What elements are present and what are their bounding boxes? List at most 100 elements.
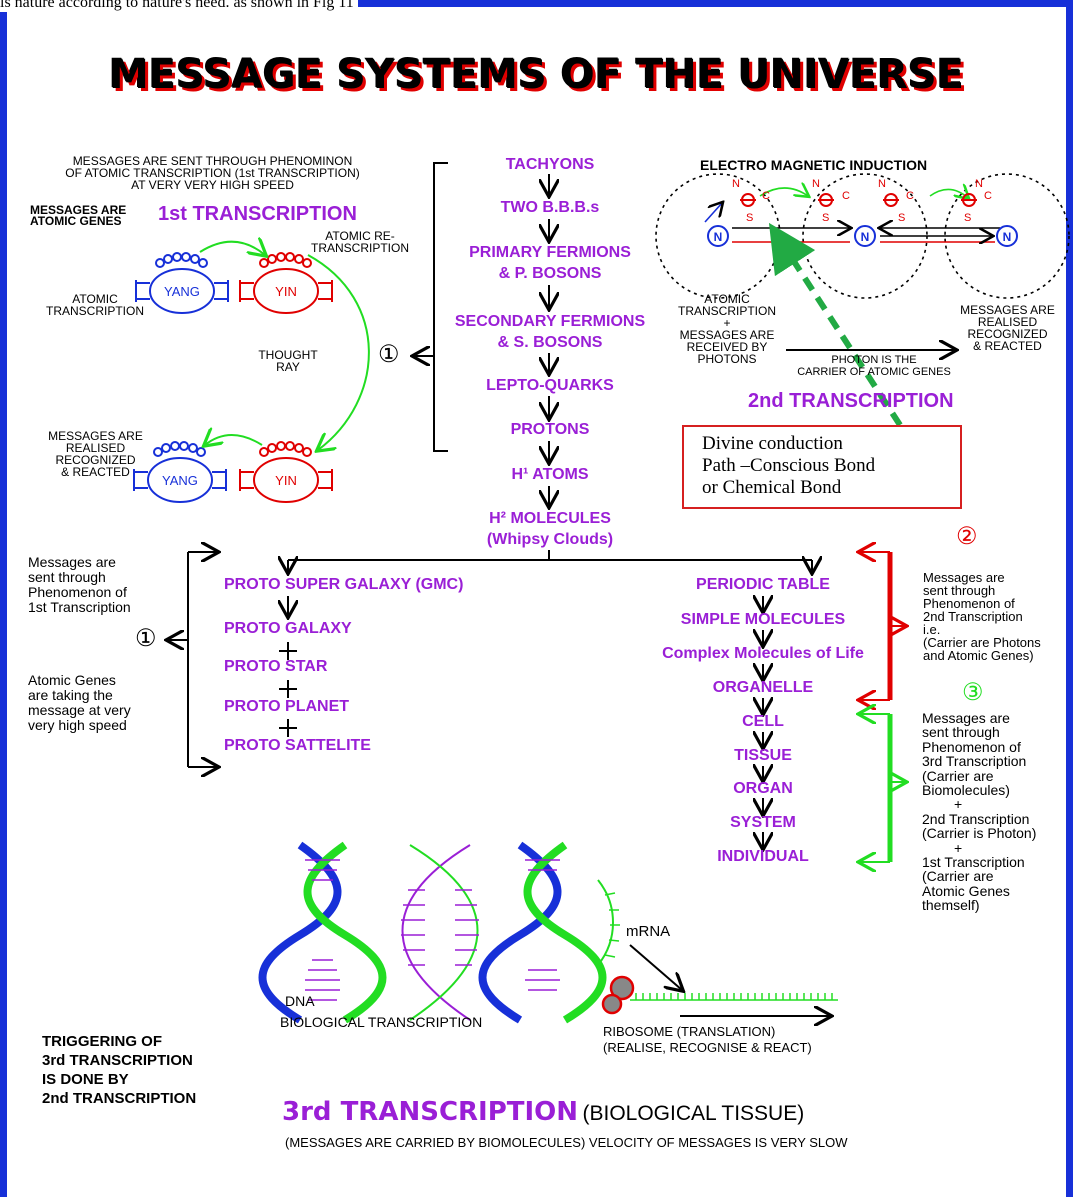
right-note3-line: (Carrier is Photon) <box>922 825 1037 842</box>
right-note2-line: i.e. <box>923 622 941 637</box>
pole-n-1: N <box>732 178 740 190</box>
right-note2-line: Phenomenon of <box>923 596 1015 611</box>
first-realised-label: MESSAGES ARE REALISED RECOGNIZED & REACT… <box>38 430 153 478</box>
right-note3-line: Biomolecules) <box>922 782 1010 799</box>
n-label-3: N <box>1002 230 1012 244</box>
triggering-line: 3rd TRANSCRIPTION <box>42 1052 193 1069</box>
biological-transcription-label: BIOLOGICAL TRANSCRIPTION <box>280 1014 483 1030</box>
left-chain-proto-galaxy: PROTO GALAXY <box>224 620 352 637</box>
chain-item-h2-molecules: H² MOLECULES <box>489 510 611 527</box>
right-chain-simple-molecules: SIMPLE MOLECULES <box>680 611 846 628</box>
left-note-line: Atomic Genes <box>28 672 116 688</box>
right-note3-line: sent through <box>922 724 1000 741</box>
right-chain-tissue: TISSUE <box>734 747 792 764</box>
green-bracket <box>860 714 905 862</box>
chain-item-s-bosons: & S. BOSONS <box>497 334 603 351</box>
chain-bracket <box>414 162 448 452</box>
messages-atomic-genes: MESSAGES ARE ATOMIC GENES <box>30 204 126 227</box>
chain-item-whipsy-clouds: (Whipsy Clouds) <box>486 531 614 548</box>
magnet-poles <box>740 193 977 207</box>
divine-conduction-box: Divine conduction Path –Conscious Bond o… <box>682 425 962 509</box>
chain-item-protons: PROTONS <box>510 421 590 438</box>
left-chain-proto-star: PROTO STAR <box>224 658 328 675</box>
thought-ray-label: THOUGHT RAY <box>248 349 328 373</box>
second-realised-line: & REACTED <box>973 339 1042 353</box>
second-realised-label: MESSAGES ARE REALISED RECOGNIZED & REACT… <box>945 304 1070 352</box>
realised-line: & REACTED <box>61 465 130 479</box>
right-note3-line: 1st Transcription <box>922 854 1025 871</box>
atomic-transcription-line: TRANSCRIPTION <box>45 304 144 318</box>
right-chain-organ: ORGAN <box>733 780 793 797</box>
right-note2-line: Messages are <box>923 570 1005 585</box>
re-transcription-line: ATOMIC RE- <box>325 229 395 243</box>
top-text-fragment: is nature according to nature's need. as… <box>0 0 358 12</box>
chain-item-bbb: TWO B.B.B.s <box>500 199 600 216</box>
photon-carrier-line: CARRIER OF ATOMIC GENES <box>797 366 951 378</box>
third-transcription-note: (MESSAGES ARE CARRIED BY BIOMOLECULES) V… <box>285 1135 848 1150</box>
right-note2-line: and Atomic Genes) <box>923 648 1034 663</box>
marker-two: ② <box>956 523 978 550</box>
ribosome-label: RIBOSOME (TRANSLATION) (REALISE, RECOGNI… <box>603 1024 812 1056</box>
marker-one-left: ① <box>135 625 157 652</box>
triggering-note: TRIGGERING OF 3rd TRANSCRIPTION IS DONE … <box>42 1032 196 1108</box>
second-at-line: + <box>723 316 731 330</box>
right-note3-line: (Carrier are <box>922 767 994 784</box>
left-bracket <box>168 552 217 767</box>
yang-yin-bottom <box>133 441 333 503</box>
second-atomic-transcription: ATOMIC TRANSCRIPTION + MESSAGES ARE RECE… <box>662 293 792 365</box>
pole-s-2: S <box>822 212 830 224</box>
n-label-1: N <box>713 230 723 244</box>
second-transcription-heading: 2nd TRANSCRIPTION <box>748 390 954 412</box>
left-note-1: Messages are sent through Phenomenon of … <box>28 555 131 615</box>
second-at-line: MESSAGES ARE <box>679 328 775 342</box>
triggering-line: IS DONE BY <box>42 1071 129 1088</box>
n-label-2: N <box>860 230 870 244</box>
chain-item-lepto-quarks: LEPTO-QUARKS <box>486 377 614 394</box>
pole-n-4: N <box>975 178 983 190</box>
divine-line: or Chemical Bond <box>702 477 842 498</box>
atomic-transcription-line: ATOMIC <box>72 292 118 306</box>
dna-open-strand <box>401 844 479 1021</box>
photon-dashed-arrow <box>768 222 903 427</box>
pole-s-3: S <box>898 212 906 224</box>
chain-item-h1-atoms: H¹ ATOMS <box>511 466 589 483</box>
yang-label-bottom: YANG <box>162 473 198 488</box>
right-note-3: Messages are sent through Phenomenon of … <box>922 711 1036 913</box>
yin-label-bottom: YIN <box>275 473 297 488</box>
first-intro-line: OF ATOMIC TRANSCRIPTION (1st TRANSCRIPTI… <box>65 166 360 180</box>
marker-one-top: ① <box>378 341 400 368</box>
realised-line: RECOGNIZED <box>55 453 136 467</box>
atomic-re-transcription: ATOMIC RE- TRANSCRIPTION <box>295 230 425 254</box>
re-transcription-line: TRANSCRIPTION <box>310 241 409 255</box>
photon-carrier-line: PHOTON IS THE <box>831 354 917 366</box>
left-note-line: message at very <box>28 702 131 718</box>
yang-yin-top <box>135 252 333 314</box>
left-note-line: 1st Transcription <box>28 599 131 615</box>
second-realised-line: MESSAGES ARE <box>960 303 1055 317</box>
right-note3-line: + <box>954 796 963 813</box>
left-note-line: sent through <box>28 569 106 585</box>
right-note3-line: Phenomenon of <box>922 738 1021 755</box>
right-note3-line: 3rd Transcription <box>922 753 1027 770</box>
dna-label: DNA <box>285 993 315 1009</box>
n-nodes <box>707 225 1018 247</box>
left-note-line: very high speed <box>28 717 127 733</box>
first-intro-line: AT VERY VERY HIGH SPEED <box>131 178 294 192</box>
triggering-line: 2nd TRANSCRIPTION <box>42 1090 197 1107</box>
ribosome-line: RIBOSOME (TRANSLATION) <box>603 1024 776 1039</box>
first-intro: MESSAGES ARE SENT THROUGH PHENOMINON OF … <box>25 155 400 191</box>
pole-s-4: S <box>964 212 972 224</box>
right-chain-cell: CELL <box>742 713 784 730</box>
yang-label-top: YANG <box>164 284 200 299</box>
left-chain-proto-super-galaxy: PROTO SUPER GALAXY (GMC) <box>224 576 464 593</box>
split-lines <box>288 550 812 572</box>
right-note2-line: (Carrier are Photons <box>923 635 1041 650</box>
right-note3-line: (Carrier are <box>922 868 994 885</box>
triggering-line: TRIGGERING OF <box>42 1033 162 1050</box>
right-chain-periodic-table: PERIODIC TABLE <box>696 576 830 593</box>
third-transcription-heading-row: 3rd TRANSCRIPTION (BIOLOGICAL TISSUE) <box>282 1097 804 1127</box>
divine-line: Path –Conscious Bond <box>702 455 876 476</box>
pole-n-3: N <box>878 178 886 190</box>
